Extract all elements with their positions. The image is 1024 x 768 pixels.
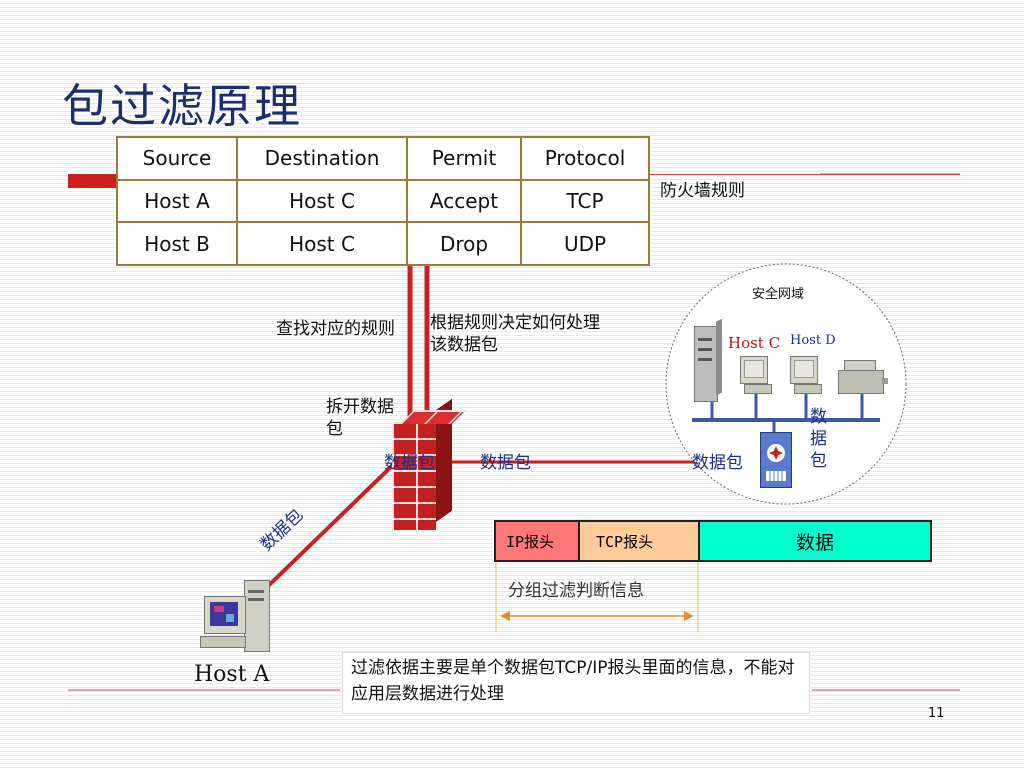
table-header-cell: Source: [116, 136, 238, 181]
printer-icon: [838, 360, 888, 394]
table-cell: Host B: [116, 221, 238, 266]
table-row: Host B Host C Drop UDP: [116, 221, 650, 266]
table-header-cell: Permit: [406, 136, 522, 181]
lookup-rule-label: 查找对应的规则: [276, 319, 395, 339]
firewall-packet-label: 数据包: [384, 453, 435, 473]
table-cell: Host C: [236, 221, 408, 266]
ip-header-segment: IP报头: [494, 520, 578, 562]
title-accent-bar: [68, 174, 116, 188]
table-cell: Drop: [406, 221, 522, 266]
host-d-label: Host D: [790, 333, 836, 348]
table-cell: Host C: [236, 178, 408, 224]
firewall-icon: [392, 398, 466, 530]
switch-icon: [760, 432, 792, 488]
table-cell: Host A: [116, 178, 238, 224]
data-segment: 数据: [698, 520, 932, 562]
filter-info-label: 分组过滤判断信息: [508, 581, 644, 601]
table-header-row: Source Destination Permit Protocol: [116, 136, 650, 181]
decide-action-label: 根据规则决定如何处理该数据包: [430, 313, 600, 355]
host-a-link-line: [262, 460, 398, 592]
right-packet-label: 数据包: [692, 453, 743, 473]
server-icon: [694, 318, 722, 402]
table-header-cell: Destination: [236, 136, 408, 181]
host-a-label: Host A: [194, 662, 270, 687]
host-c-label: Host C: [728, 334, 781, 352]
host-d-computer-icon: [790, 356, 822, 394]
tcp-header-segment: TCP报头: [578, 520, 698, 562]
rules-caption: 防火墙规则: [660, 181, 745, 201]
table-row: Host A Host C Accept TCP: [116, 178, 650, 224]
slide-title: 包过滤原理: [62, 79, 302, 133]
page-number: 11: [928, 706, 945, 721]
filter-limitation-note: 过滤依据主要是单个数据包TCP/IP报头里面的信息，不能对应用层数据进行处理: [342, 652, 810, 714]
table-cell: Accept: [406, 178, 522, 224]
host-c-computer-icon: [740, 356, 772, 394]
firewall-rules-table: Source Destination Permit Protocol Host …: [116, 136, 650, 266]
secure-zone-label: 安全网域: [752, 287, 805, 302]
table-header-cell: Protocol: [520, 136, 650, 181]
host-a-computer-icon: [200, 580, 272, 656]
mid-packet-label: 数据包: [480, 453, 531, 473]
table-cell: UDP: [520, 221, 650, 266]
secure-zone-circle: [665, 263, 907, 505]
table-cell: TCP: [520, 178, 650, 224]
vertical-packet-label: 数据包: [810, 407, 827, 471]
unpack-label: 拆开数据包: [326, 397, 394, 439]
